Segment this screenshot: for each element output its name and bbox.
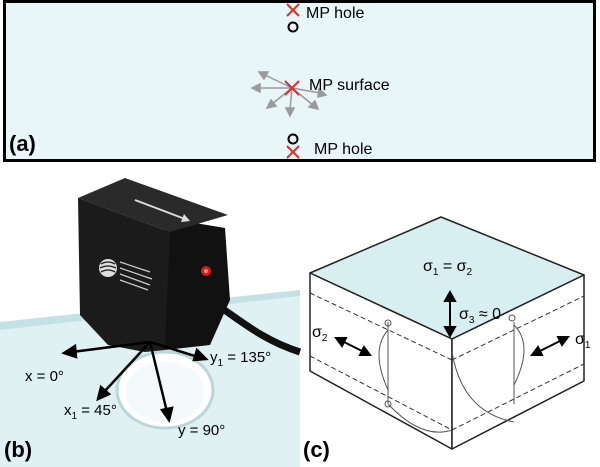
- axis-y-label: y = 90°: [178, 422, 226, 439]
- gauge-outlines: [378, 314, 525, 433]
- sigma3-sub: 3: [468, 315, 475, 327]
- panel-a-label: (a): [9, 131, 36, 156]
- sigma3-symbol: σ: [459, 306, 469, 323]
- top-stress-label: σ1 = σ2: [423, 258, 472, 278]
- top-sigma2-sub: 2: [466, 267, 473, 279]
- mp-surface-marker: [250, 71, 328, 118]
- sigma2-sub: 2: [321, 333, 328, 345]
- top-sigma1-sub: 1: [432, 267, 439, 279]
- mp-surface-label: MP surface: [309, 77, 390, 94]
- sigma3-label: σ3 ≈ 0: [459, 306, 501, 326]
- mp-hole-top-label: MP hole: [306, 5, 365, 22]
- device-body-side: [165, 218, 230, 350]
- axis-x1-value: = 45°: [77, 402, 117, 419]
- hole-circle-bottom: [287, 133, 299, 145]
- panel-a: [3, 0, 596, 162]
- axis-x1-label: x1 = 45°: [64, 402, 117, 422]
- axis-y1-value: = 135°: [223, 349, 272, 366]
- device-body-top: [78, 178, 228, 232]
- mp-hole-bottom-label: MP hole: [314, 141, 373, 158]
- axis-y1-label: y1 = 135°: [210, 349, 271, 369]
- stress-arrows: [334, 289, 570, 356]
- panel-b-label: (b): [4, 437, 33, 462]
- sigma2-symbol: σ: [312, 324, 322, 341]
- top-sigma1: σ: [423, 258, 433, 275]
- axis-y1-name: y: [210, 349, 218, 366]
- mp-hole-bottom-marker: [286, 145, 300, 159]
- hole-circle-top: [287, 21, 299, 33]
- panel-c-label: (c): [303, 437, 330, 462]
- sigma2-label: σ2: [312, 324, 327, 344]
- axis-y1-sub: 1: [217, 358, 224, 369]
- axis-x1-sub: 1: [71, 411, 78, 422]
- block-right-face: [451, 274, 585, 450]
- top-eq: = σ: [438, 258, 467, 275]
- block-dashed-lines: [309, 292, 585, 431]
- sigma3-value: ≈ 0: [474, 306, 502, 323]
- sigma1-label: σ1: [575, 331, 590, 351]
- sigma1-symbol: σ: [575, 331, 585, 348]
- panel-b-photo: [0, 166, 302, 467]
- axis-x0-label: x = 0°: [25, 368, 64, 385]
- axis-x1-name: x: [64, 402, 72, 419]
- stress-block: [309, 216, 585, 450]
- measurement-axes: [61, 340, 209, 423]
- mp-hole-top-marker: [286, 3, 300, 17]
- sigma1-sub: 1: [584, 340, 591, 352]
